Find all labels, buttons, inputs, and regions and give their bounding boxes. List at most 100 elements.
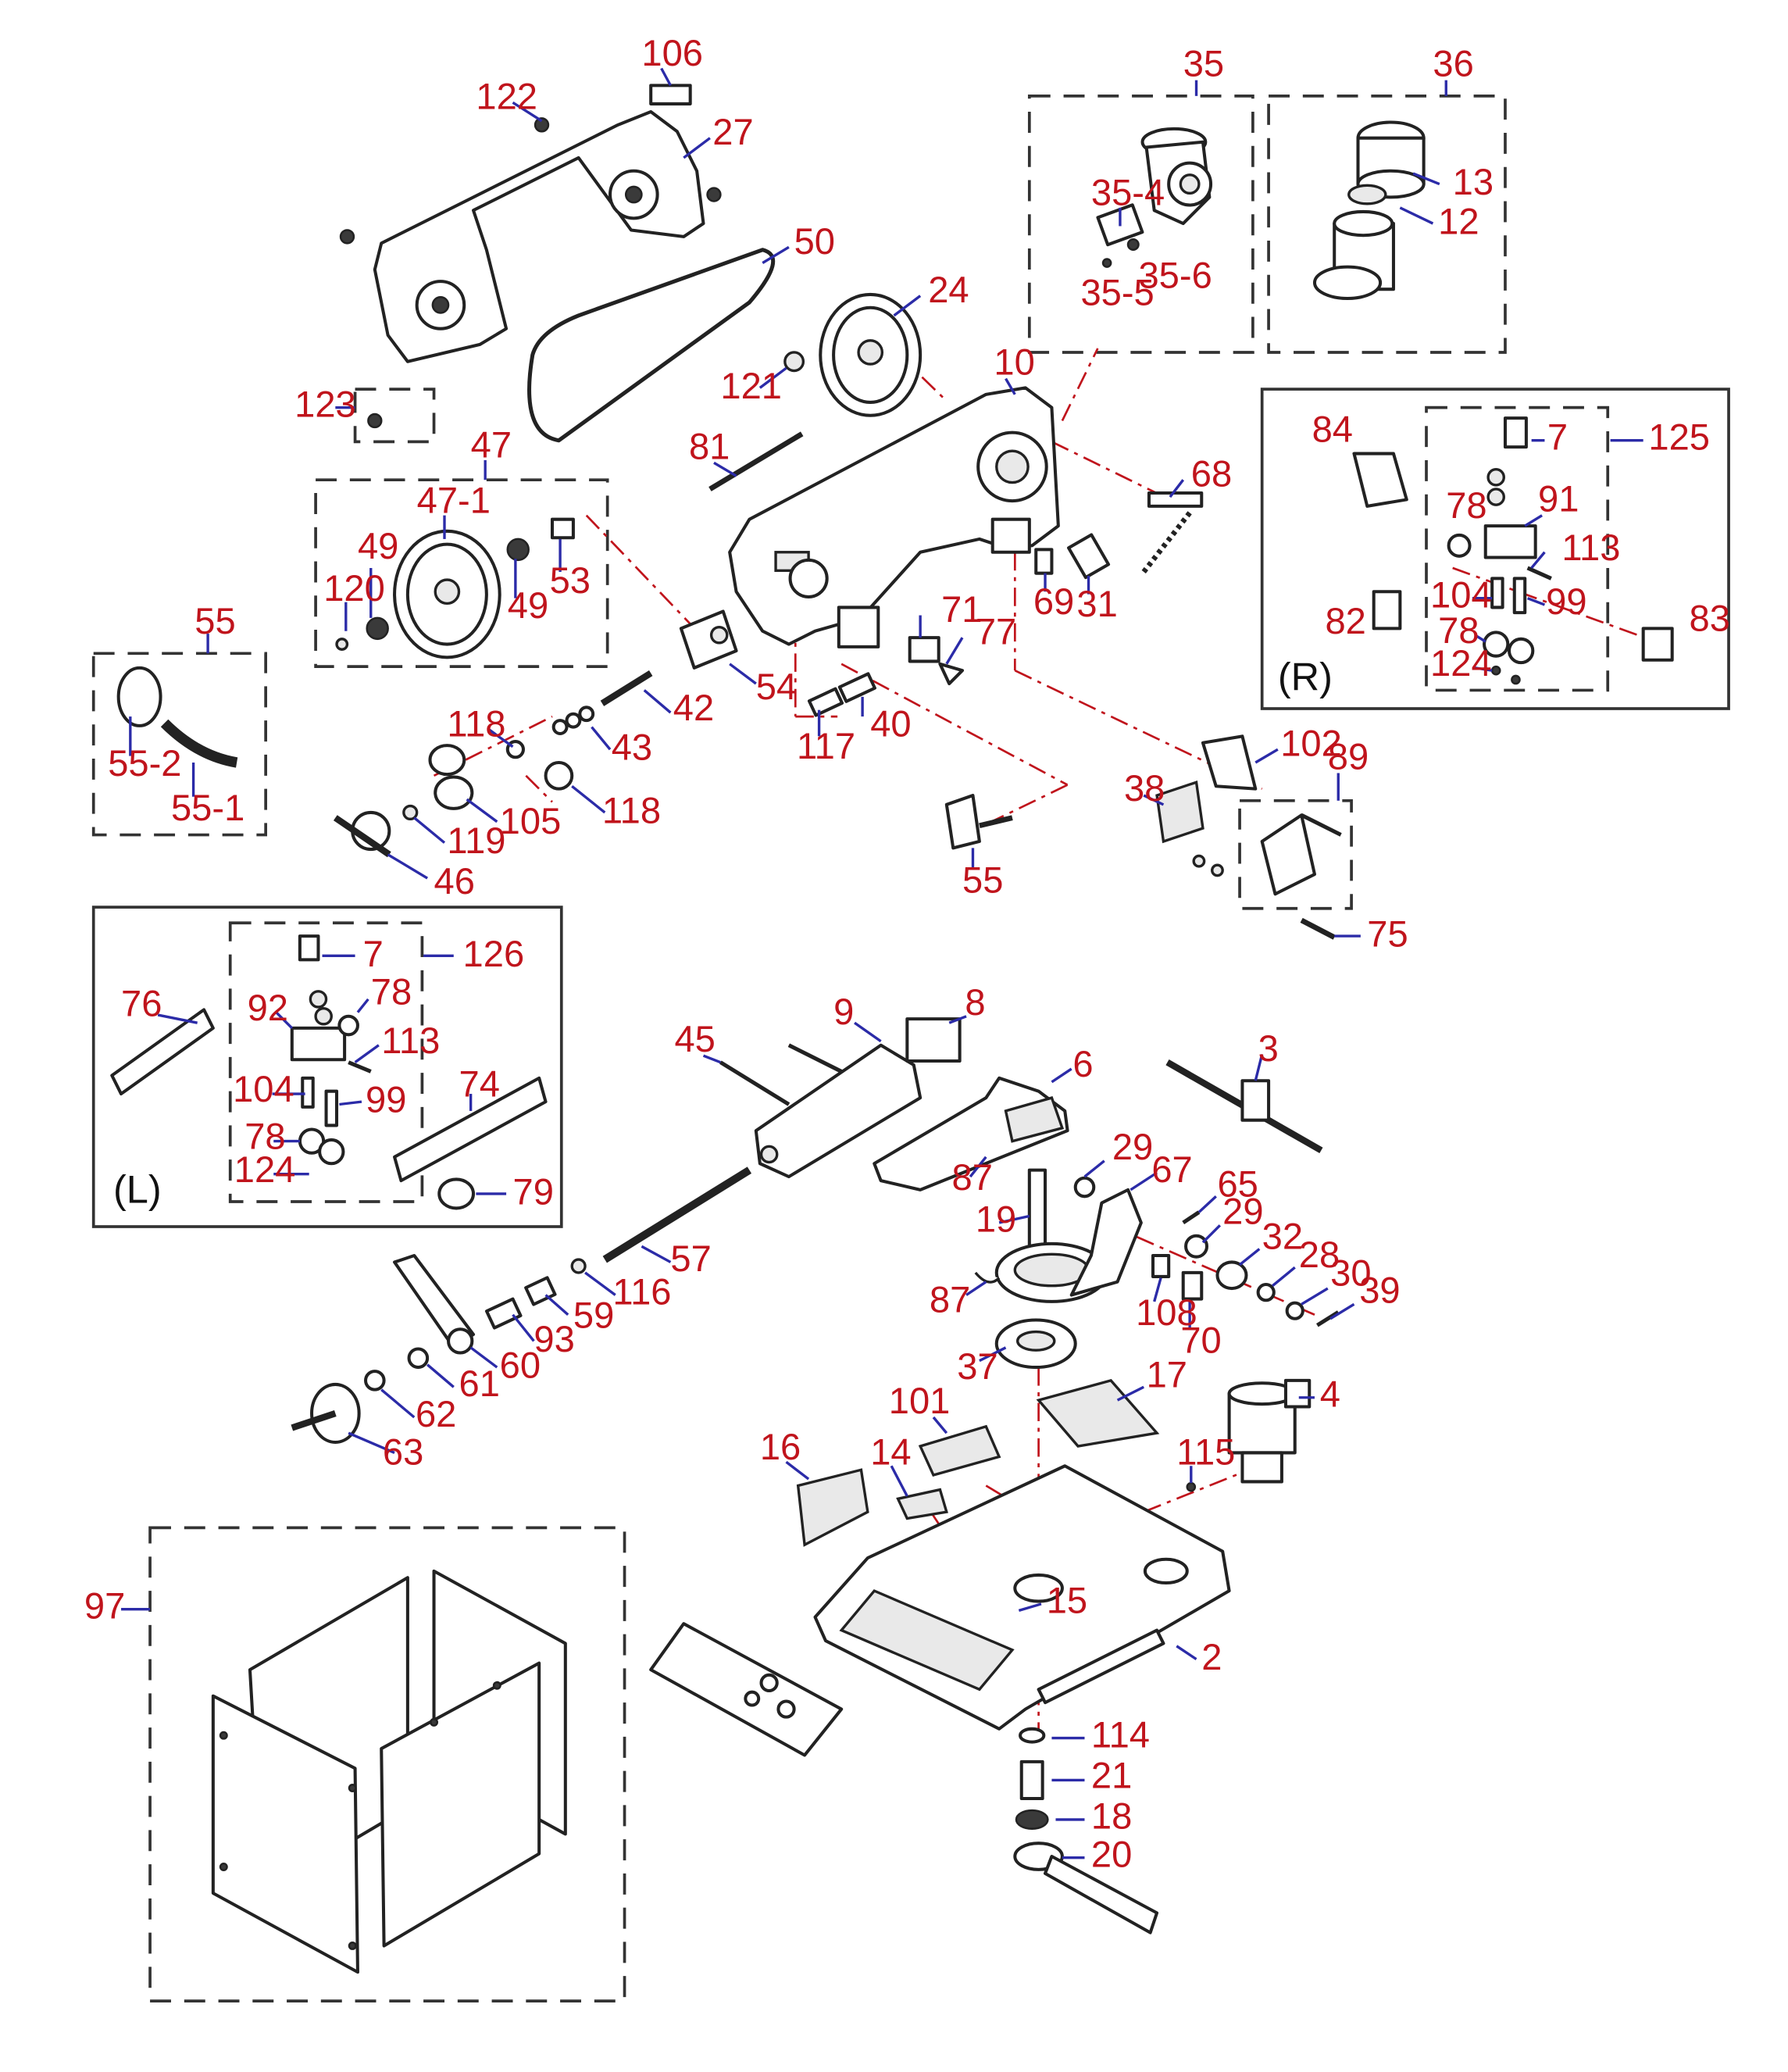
label-106: 106 — [641, 32, 703, 73]
label-70: 70 — [1180, 1320, 1221, 1361]
label-113-r: 113 — [1561, 527, 1620, 568]
label-118-b: 118 — [602, 789, 661, 831]
label-37: 37 — [957, 1345, 997, 1387]
label-125: 125 — [1648, 416, 1710, 457]
adjuster-40-part — [807, 672, 876, 717]
label-2: 2 — [1201, 1636, 1222, 1677]
label-20: 20 — [1091, 1833, 1132, 1874]
label-35-5: 35-5 — [1080, 271, 1154, 313]
label-36: 36 — [1433, 43, 1473, 84]
panel-l-parts — [110, 934, 548, 1210]
label-46: 46 — [434, 860, 475, 902]
label-54: 54 — [756, 666, 797, 707]
rod-81-part — [708, 431, 804, 491]
label-124-l: 124 — [234, 1149, 296, 1190]
label-39: 39 — [1359, 1270, 1400, 1311]
label-78-l-b: 78 — [244, 1116, 285, 1157]
label-92: 92 — [248, 987, 288, 1028]
label-77: 77 — [976, 611, 1016, 652]
motor-36-part — [1312, 120, 1426, 301]
label-89: 89 — [1328, 735, 1369, 777]
label-40: 40 — [870, 702, 911, 744]
label-32: 32 — [1262, 1216, 1303, 1257]
label-74: 74 — [459, 1063, 500, 1104]
label-55-main: 55 — [962, 859, 1003, 901]
group-box-97 — [148, 1526, 626, 2002]
label-83: 83 — [1690, 598, 1730, 639]
label-35: 35 — [1183, 43, 1224, 84]
label-55-group: 55 — [195, 600, 235, 641]
label-67: 67 — [1151, 1149, 1192, 1190]
vise-assembly-part — [719, 1017, 1069, 1191]
label-30: 30 — [1330, 1252, 1371, 1294]
panel-box-r — [1260, 388, 1730, 710]
label-17: 17 — [1147, 1353, 1187, 1395]
label-7-l: 7 — [363, 933, 384, 974]
lever-3-part — [1165, 1059, 1323, 1154]
label-35-4: 35-4 — [1091, 172, 1165, 213]
wheel-24-part — [783, 292, 923, 417]
label-122: 122 — [476, 76, 537, 117]
label-6: 6 — [1072, 1043, 1093, 1084]
label-102: 102 — [1280, 723, 1342, 764]
group-box-36 — [1267, 94, 1507, 354]
feed-shaft-part — [291, 1166, 752, 1444]
label-55-1: 55-1 — [171, 787, 244, 828]
label-45: 45 — [674, 1018, 715, 1059]
group-box-89 — [1238, 798, 1353, 910]
label-101: 101 — [889, 1380, 951, 1421]
label-55-2: 55-2 — [108, 742, 181, 784]
label-7-r: 7 — [1547, 416, 1568, 457]
label-121: 121 — [720, 365, 782, 406]
label-118-a: 118 — [447, 702, 505, 744]
label-78-r-a: 78 — [1446, 484, 1486, 526]
label-10: 10 — [994, 341, 1034, 383]
label-71: 71 — [941, 588, 982, 630]
label-82: 82 — [1325, 600, 1365, 641]
label-9: 9 — [833, 991, 854, 1032]
label-53: 53 — [550, 559, 591, 601]
bracket-71-part — [908, 636, 965, 686]
control-panel-part — [649, 1622, 844, 1757]
shaft-42-part — [551, 670, 653, 735]
label-50: 50 — [794, 220, 835, 262]
label-87-b: 87 — [930, 1278, 970, 1320]
label-19: 19 — [976, 1199, 1016, 1240]
label-114: 114 — [1091, 1713, 1150, 1755]
label-75: 75 — [1367, 913, 1408, 955]
part-labels: 106 122 27 50 123 24 121 35 35-4 35-6 35… — [84, 32, 1730, 1874]
label-104-l: 104 — [233, 1068, 294, 1109]
label-35-6: 35-6 — [1138, 255, 1212, 296]
label-104-r: 104 — [1430, 573, 1492, 615]
spring-part — [1034, 491, 1204, 580]
panel-r-parts — [1352, 416, 1674, 685]
bracket-102-part — [1155, 734, 1342, 940]
block-54-part — [679, 609, 738, 670]
label-115: 115 — [1176, 1431, 1235, 1473]
group-box-35 — [1027, 94, 1254, 354]
label-65: 65 — [1217, 1163, 1258, 1204]
label-28: 28 — [1299, 1234, 1340, 1275]
group-box-126 — [228, 921, 424, 1203]
label-21: 21 — [1091, 1755, 1132, 1796]
group-box-123 — [353, 388, 436, 444]
label-r: (R) — [1278, 654, 1333, 698]
label-126: 126 — [463, 933, 525, 974]
label-16: 16 — [760, 1426, 801, 1467]
label-15: 15 — [1047, 1580, 1087, 1621]
label-108: 108 — [1136, 1291, 1197, 1333]
label-124-r: 124 — [1430, 642, 1492, 684]
label-60: 60 — [500, 1345, 541, 1386]
label-99-l: 99 — [366, 1079, 406, 1120]
blade-guide-55-part — [116, 666, 1013, 850]
saw-bow-frame-part — [728, 386, 1060, 648]
label-47-1: 47-1 — [417, 479, 491, 520]
group-box-125 — [1425, 405, 1610, 692]
label-4: 4 — [1320, 1374, 1340, 1415]
label-105: 105 — [500, 800, 562, 841]
label-76: 76 — [121, 983, 162, 1024]
turntable-part — [974, 1168, 1340, 1370]
label-59: 59 — [573, 1295, 614, 1336]
panel-box-l — [91, 906, 563, 1228]
